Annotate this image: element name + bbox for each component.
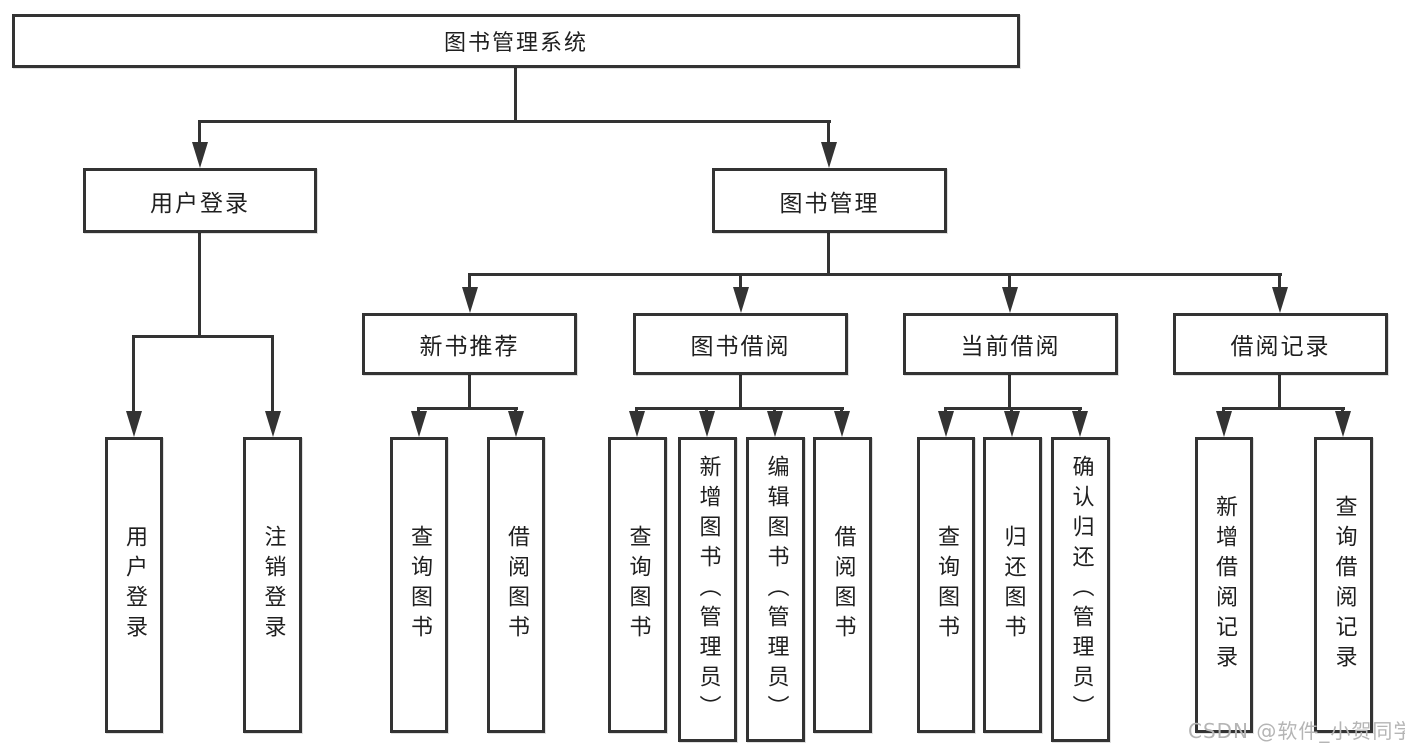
node-add-books-admin: 新增图书（管理员） — [678, 437, 737, 742]
node-label: 查询借阅记录 — [1331, 495, 1357, 675]
connector-drop — [1278, 273, 1281, 291]
arrow-down-icon — [629, 411, 645, 437]
node-confirm-return-admin: 确认归还（管理员） — [1051, 437, 1110, 742]
node-new-book-recommend: 新书推荐 — [362, 313, 577, 375]
node-label: 借阅图书 — [504, 525, 529, 645]
arrow-down-icon — [733, 287, 749, 313]
connector-book-borrow-bar — [635, 407, 844, 410]
connector-user-login-bar — [132, 335, 274, 338]
node-label: 查询图书 — [934, 525, 959, 645]
connector-book-mgmt-drop — [827, 120, 830, 146]
node-label: 新增借阅记录 — [1212, 495, 1237, 675]
arrow-down-icon — [192, 142, 208, 168]
connector-level2-bar — [198, 120, 831, 123]
node-user-login-leaf: 用户登录 — [105, 437, 163, 733]
arrow-down-icon — [699, 411, 715, 437]
arrow-down-icon — [1272, 287, 1288, 313]
arrow-down-icon — [126, 411, 142, 437]
connector-root-stem — [514, 68, 517, 121]
arrow-down-icon — [411, 411, 427, 437]
node-label: 借阅记录 — [1230, 334, 1331, 360]
node-query-books-3: 查询图书 — [917, 437, 975, 733]
connector-borrow-record-bar — [1222, 407, 1345, 410]
node-borrowing-records: 借阅记录 — [1173, 313, 1388, 375]
node-edit-books-admin: 编辑图书（管理员） — [746, 437, 805, 742]
connector-drop — [739, 273, 742, 291]
csdn-watermark: CSDN @软件_小贺同学 — [1188, 719, 1405, 743]
node-current-borrowing: 当前借阅 — [903, 313, 1118, 375]
arrow-down-icon — [821, 142, 837, 168]
connector-level3-bar — [468, 273, 1282, 276]
connector-new-book-stem — [468, 375, 471, 410]
connector-drop — [468, 273, 471, 291]
node-label: 注销登录 — [260, 525, 286, 645]
node-book-borrowing: 图书借阅 — [633, 313, 848, 375]
node-label: 新书推荐 — [419, 334, 520, 360]
node-label: 借阅图书 — [830, 525, 856, 645]
connector-user-login-stem — [198, 233, 201, 337]
arrow-down-icon — [834, 411, 850, 437]
node-label: 用户登录 — [150, 190, 250, 217]
arrow-down-icon — [1002, 287, 1018, 313]
arrow-down-icon — [767, 411, 783, 437]
connector-book-mgmt-stem — [827, 233, 830, 275]
node-label: 归还图书 — [1000, 525, 1026, 645]
node-label: 新增图书（管理员） — [695, 454, 721, 725]
node-label: 用户登录 — [122, 525, 147, 645]
node-label: 图书借阅 — [690, 334, 791, 360]
arrow-down-icon — [1335, 411, 1351, 437]
node-label: 查询图书 — [407, 525, 432, 645]
connector-current-borrow-bar — [944, 407, 1082, 410]
node-query-books-2: 查询图书 — [608, 437, 667, 733]
node-query-borrow-record: 查询借阅记录 — [1314, 437, 1373, 733]
connector-drop — [1008, 273, 1011, 291]
connector-current-borrow-stem — [1008, 375, 1011, 410]
arrow-down-icon — [508, 411, 524, 437]
node-book-management: 图书管理 — [712, 168, 947, 233]
node-logout: 注销登录 — [243, 437, 302, 733]
connector-user-login-drop — [198, 120, 201, 146]
node-library-management-system: 图书管理系统 — [12, 14, 1020, 68]
node-label: 图书管理 — [779, 190, 880, 217]
connector-book-borrow-stem — [739, 375, 742, 410]
node-add-borrow-record: 新增借阅记录 — [1195, 437, 1253, 733]
connector-drop — [271, 335, 274, 415]
arrow-down-icon — [1072, 411, 1088, 437]
arrow-down-icon — [1004, 411, 1020, 437]
arrow-down-icon — [1216, 411, 1232, 437]
node-label: 当前借阅 — [960, 334, 1061, 360]
node-user-login: 用户登录 — [83, 168, 317, 233]
node-label: 确认归还（管理员） — [1068, 454, 1094, 725]
node-borrow-books-1: 借阅图书 — [487, 437, 545, 733]
node-return-books: 归还图书 — [983, 437, 1042, 733]
node-borrow-books-2: 借阅图书 — [813, 437, 872, 733]
connector-drop — [132, 335, 135, 415]
arrow-down-icon — [265, 411, 281, 437]
connector-new-book-bar — [417, 407, 518, 410]
node-label: 编辑图书（管理员） — [763, 454, 789, 725]
arrow-down-icon — [462, 287, 478, 313]
connector-borrow-record-stem — [1278, 375, 1281, 410]
arrow-down-icon — [938, 411, 954, 437]
node-query-books-1: 查询图书 — [390, 437, 448, 733]
node-label: 图书管理系统 — [443, 31, 588, 56]
node-label: 查询图书 — [625, 525, 651, 645]
